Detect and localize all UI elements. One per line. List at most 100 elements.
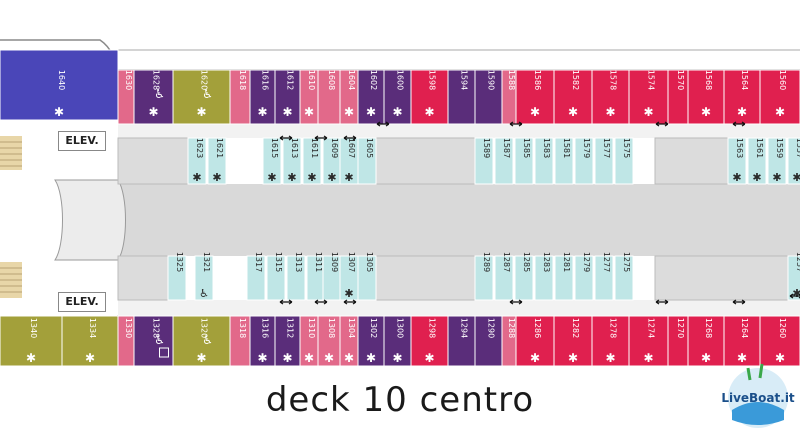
top-cabin-1620[interactable]: 1620✱♿ [172, 69, 231, 125]
bottom-inner-cabin-1321[interactable]: 1321♿ [194, 252, 214, 301]
bottom-cabin-1278[interactable]: 1278✱ [591, 315, 630, 367]
top-inner-cabin-1559[interactable]: 1559✱ [767, 137, 787, 185]
top-cabin-1598[interactable]: 1598✱ [410, 69, 449, 125]
top-cabin-1630[interactable]: 1630 [117, 69, 135, 125]
top-inner-cabin-1583[interactable]: 1583 [534, 137, 554, 185]
top-inner-cabin-1613[interactable]: 1613✱ [282, 137, 302, 185]
bottom-cabin-1308[interactable]: 1308✱ [317, 315, 341, 367]
top-inner-cabin-1575[interactable]: 1575 [614, 137, 634, 185]
top-inner-cabin-1609[interactable]: 1609✱ [322, 137, 342, 185]
top-cabin-1588[interactable]: 1588 [501, 69, 517, 125]
top-inner-cabin-1589[interactable]: 1589 [474, 137, 494, 185]
cabin-number: 1613 [290, 138, 299, 158]
suite-star-icon: ✱ [605, 351, 615, 365]
top-cabin-1628[interactable]: 1628✱♿ [133, 69, 174, 125]
bottom-cabin-1274[interactable]: 1274✱ [628, 315, 669, 367]
bottom-cabin-1270[interactable]: 1270 [667, 315, 689, 367]
bottom-cabin-1328[interactable]: 1328♿ [133, 315, 174, 367]
top-cabin-1602[interactable]: 1602✱ [357, 69, 385, 125]
top-cabin-1594[interactable]: 1594 [447, 69, 476, 125]
bottom-cabin-1318[interactable]: 1318 [229, 315, 251, 367]
top-cabin-1640[interactable]: 1640✱ [0, 49, 119, 121]
top-cabin-1604[interactable]: 1604✱ [339, 69, 359, 125]
bottom-inner-cabin-1257[interactable]: 1257✱ [787, 252, 800, 301]
bottom-cabin-1304[interactable]: 1304✱ [339, 315, 359, 367]
bottom-cabin-1320[interactable]: 1320✱♿ [172, 315, 231, 367]
top-inner-cabin-1563[interactable]: 1563✱ [727, 137, 747, 185]
top-cabin-1586[interactable]: 1586✱ [515, 69, 555, 125]
bottom-inner-cabin-1313[interactable]: 1313 [286, 252, 306, 301]
bottom-cabin-1316[interactable]: 1316✱ [249, 315, 276, 367]
top-cabin-1578[interactable]: 1578✱ [591, 69, 630, 125]
bottom-inner-cabin-1283[interactable]: 1283 [534, 252, 554, 301]
top-cabin-1600[interactable]: 1600✱ [383, 69, 412, 125]
top-inner-cabin-1581[interactable]: 1581 [554, 137, 574, 185]
bottom-cabin-1260[interactable]: 1260✱ [759, 315, 800, 367]
bottom-inner-cabin-1275[interactable]: 1275 [614, 252, 634, 301]
cabin-number: 1610 [307, 70, 316, 90]
top-inner-cabin-1605[interactable]: 1605 [357, 137, 377, 185]
bottom-cabin-1282[interactable]: 1282✱ [553, 315, 593, 367]
bottom-inner-cabin-1279[interactable]: 1279 [574, 252, 594, 301]
top-cabin-1590[interactable]: 1590 [474, 69, 503, 125]
bottom-inner-cabin-1285[interactable]: 1285 [514, 252, 534, 301]
bottom-cabin-1302[interactable]: 1302✱ [357, 315, 385, 367]
top-cabin-1564[interactable]: 1564✱ [723, 69, 761, 125]
top-cabin-1612[interactable]: 1612✱ [274, 69, 301, 125]
bottom-cabin-1340[interactable]: 1340✱ [0, 315, 63, 367]
bottom-inner-cabin-1325[interactable]: 1325 [167, 252, 187, 301]
bottom-inner-cabin-1307[interactable]: 1307✱ [339, 252, 359, 301]
bottom-cabin-1334[interactable]: 1334✱ [61, 315, 119, 367]
top-inner-cabin-1615[interactable]: 1615✱ [262, 137, 282, 185]
bottom-cabin-1268[interactable]: 1268✱ [687, 315, 725, 367]
bottom-inner-cabin-1305[interactable]: 1305 [357, 252, 377, 301]
bottom-cabin-1294[interactable]: 1294 [447, 315, 476, 367]
bottom-cabin-1298[interactable]: 1298✱ [410, 315, 449, 367]
top-inner-cabin-1561[interactable]: 1561✱ [747, 137, 767, 185]
top-inner-cabin-1587[interactable]: 1587 [494, 137, 514, 185]
bottom-inner-cabin-1277[interactable]: 1277 [594, 252, 614, 301]
connecting-door-arrow-icon [732, 299, 746, 305]
bottom-cabin-1288[interactable]: 1288 [501, 315, 517, 367]
top-cabin-1610[interactable]: 1610✱ [299, 69, 319, 125]
bottom-cabin-1330[interactable]: 1330 [117, 315, 135, 367]
top-cabin-1608[interactable]: 1608 [317, 69, 341, 125]
top-inner-cabin-1557[interactable]: 1557✱ [787, 137, 800, 185]
bottom-inner-cabin-1317[interactable]: 1317 [246, 252, 266, 301]
bottom-inner-cabin-1289[interactable]: 1289 [474, 252, 494, 301]
top-inner-cabin-1579[interactable]: 1579 [574, 137, 594, 185]
bottom-inner-cabin-1315[interactable]: 1315 [266, 252, 286, 301]
top-cabin-1618[interactable]: 1618 [229, 69, 251, 125]
cabin-number: 1304 [347, 318, 356, 338]
top-cabin-1560[interactable]: 1560✱ [759, 69, 800, 125]
top-cabin-1616[interactable]: 1616✱ [249, 69, 276, 125]
suite-star-icon: ✱ [267, 171, 276, 184]
bottom-inner-cabin-1309[interactable]: 1309 [322, 252, 342, 301]
bottom-inner-cabin-1281[interactable]: 1281 [554, 252, 574, 301]
cabin-number: 1630 [124, 70, 133, 90]
top-inner-cabin-1607[interactable]: 1607✱ [339, 137, 359, 185]
top-cabin-1570[interactable]: 1570 [667, 69, 689, 125]
bottom-inner-cabin-1287[interactable]: 1287 [494, 252, 514, 301]
top-cabin-1582[interactable]: 1582✱ [553, 69, 593, 125]
top-cabin-1568[interactable]: 1568✱ [687, 69, 725, 125]
bottom-cabin-1312[interactable]: 1312✱ [274, 315, 301, 367]
top-inner-cabin-1623[interactable]: 1623✱ [187, 137, 207, 185]
top-inner-cabin-1585[interactable]: 1585 [514, 137, 534, 185]
bottom-cabin-1290[interactable]: 1290 [474, 315, 503, 367]
cabin-number: 1307 [347, 252, 356, 272]
top-inner-cabin-1577[interactable]: 1577 [594, 137, 614, 185]
top-cabin-1574[interactable]: 1574✱ [628, 69, 669, 125]
bottom-inner-cabin-1311[interactable]: 1311 [306, 252, 326, 301]
cabin-number: 1568 [704, 70, 713, 90]
bottom-cabin-1286[interactable]: 1286✱ [515, 315, 555, 367]
connecting-door-arrow-icon [509, 121, 523, 127]
suite-star-icon: ✱ [366, 351, 376, 365]
top-inner-cabin-1621[interactable]: 1621✱ [207, 137, 227, 185]
bottom-cabin-1300[interactable]: 1300✱ [383, 315, 412, 367]
bottom-cabin-1264[interactable]: 1264✱ [723, 315, 761, 367]
top-inner-cabin-1611[interactable]: 1611✱ [302, 137, 322, 185]
bottom-cabin-1310[interactable]: 1310✱ [299, 315, 319, 367]
connecting-door-arrow-icon [376, 121, 390, 127]
